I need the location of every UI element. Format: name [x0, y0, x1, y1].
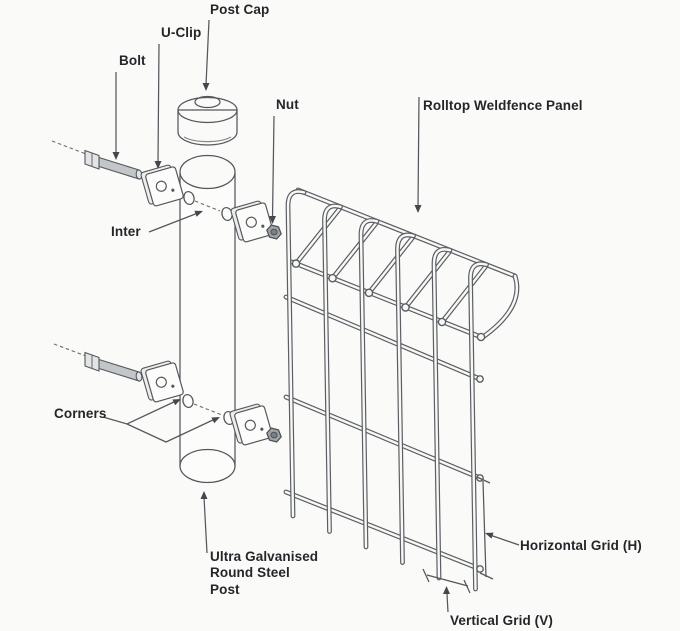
fence-panel: [283, 187, 520, 592]
nut-bottom: [266, 427, 282, 443]
nut-top: [266, 224, 282, 240]
bolt-bottom: [53, 343, 143, 382]
vertical-grid-wires: [285, 189, 489, 592]
label-vertical-grid: Vertical Grid (V): [450, 613, 553, 628]
post-cap: [177, 95, 238, 146]
leader-lines: [102, 19, 520, 613]
label-horizontal-grid: Horizontal Grid (H): [520, 538, 642, 553]
label-inter: Inter: [111, 224, 141, 239]
label-steel-post: Ultra Galvanised Round Steel Post: [210, 549, 319, 597]
label-u-clip: U-Clip: [161, 25, 202, 40]
label-corners: Corners: [54, 406, 107, 421]
label-post-cap: Post Cap: [210, 2, 270, 17]
label-nut: Nut: [276, 97, 299, 112]
horizontal-grid-dimension: [476, 476, 494, 580]
label-rolltop-panel: Rolltop Weldfence Panel: [423, 98, 583, 113]
u-clip-top-left: [140, 164, 184, 207]
bolt-top: [51, 140, 143, 180]
u-clip-bottom-right: [229, 403, 273, 446]
vertical-grid-dimension: [422, 568, 471, 594]
u-clip-top-right: [230, 200, 274, 243]
label-bolt: Bolt: [119, 53, 146, 68]
u-clip-bottom-left: [140, 360, 184, 403]
steel-post: [179, 154, 236, 484]
